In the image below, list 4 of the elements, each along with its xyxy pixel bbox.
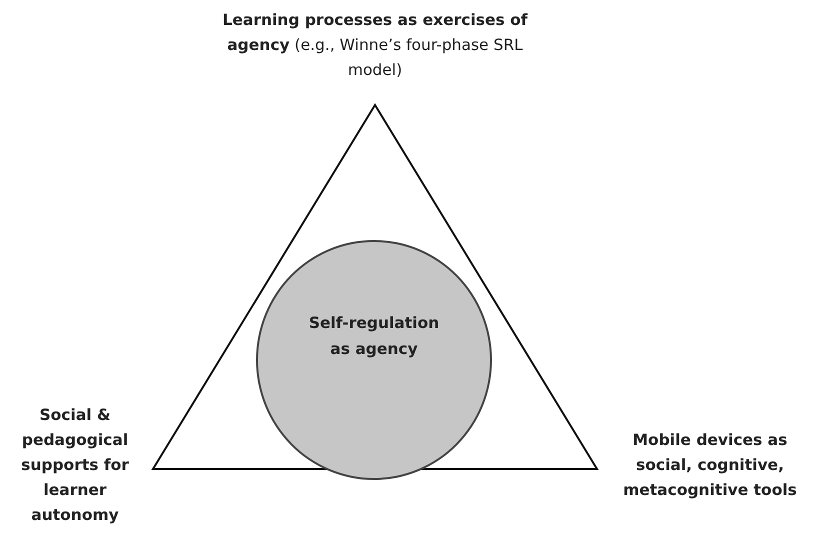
corner-label: Learning processes as exercises of agency (e.g., Winne’s four-phase SRL model) [221,10,529,81]
node-label: Self-regulation as agency [308,313,440,360]
corner-label: Social & pedagogical supports for learner autonomy [20,405,130,526]
corner-label: Mobile devices as social, cognitive, metacognitive tools [622,430,798,501]
